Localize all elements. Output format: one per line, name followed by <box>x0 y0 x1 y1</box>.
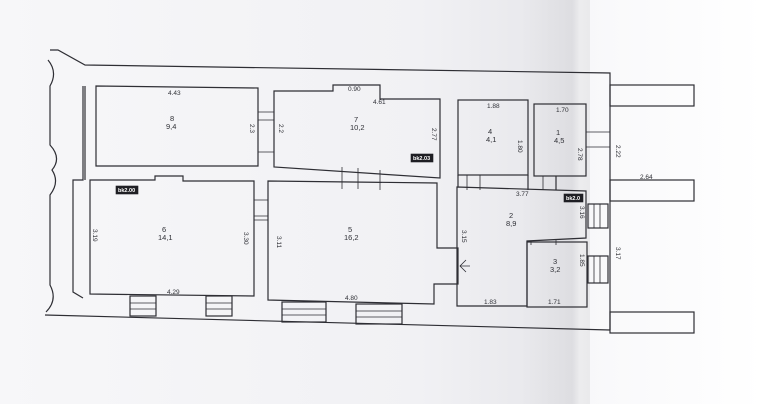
partitions <box>457 175 557 190</box>
dim-room2-right: 3.16 <box>578 206 585 219</box>
room-7-walls <box>273 84 441 179</box>
dim-room2-bottom: 1.83 <box>484 299 497 306</box>
room-3-area: 3,2 <box>550 265 560 274</box>
room-3-walls <box>526 241 588 308</box>
stub-bottom <box>609 311 695 334</box>
dim-room7-width: 4.61 <box>373 99 386 106</box>
window-6a <box>129 295 157 317</box>
tag-box-2 <box>115 185 139 195</box>
room-7-area: 10,2 <box>350 123 365 132</box>
tag-2: bk2.00 <box>118 188 135 194</box>
stairs-right <box>587 203 609 284</box>
room-1-walls <box>533 103 587 177</box>
dim-room6-right: 3.30 <box>242 232 249 245</box>
room-4-number: 4 <box>488 127 492 136</box>
room-4-walls <box>457 99 529 176</box>
room-5-area: 16,2 <box>344 233 359 242</box>
room-5-number: 5 <box>348 225 352 234</box>
dim-stub-middle: 2.64 <box>640 174 653 181</box>
window-5b-lines <box>356 310 402 318</box>
dim-room7-right-height: 2.77 <box>430 128 437 141</box>
outer-wall-left-inner <box>72 86 84 299</box>
tag-box-3 <box>563 193 584 203</box>
tags: bk2.03 bk2.00 bk2.0 <box>115 153 584 203</box>
dim-room3-width: 1.71 <box>548 299 561 306</box>
openings <box>254 111 610 245</box>
room-7-number: 7 <box>354 115 358 124</box>
stair-lower <box>587 255 609 284</box>
opening-2-3 <box>530 239 557 245</box>
opening-6-5 <box>254 199 268 221</box>
external-stubs <box>609 84 695 334</box>
window-6b-lines <box>206 302 232 310</box>
window-6b <box>205 295 233 317</box>
room-1-number: 1 <box>556 128 560 137</box>
room-6-number: 6 <box>162 225 166 234</box>
dim-room5-width: 4.80 <box>345 295 358 302</box>
room-2-number: 2 <box>509 211 513 220</box>
dim-room3-height: 1.85 <box>578 254 585 267</box>
tag-1: bk2.03 <box>413 156 430 162</box>
opening-4-2 <box>466 175 481 190</box>
room-8-number: 8 <box>170 114 174 123</box>
dim-room7-notch: 0.90 <box>348 86 361 93</box>
dim-room2-width: 3.77 <box>516 191 529 198</box>
room-6-area: 14,1 <box>158 233 173 242</box>
outer-walls <box>44 49 611 331</box>
window-5a-lines <box>282 308 326 316</box>
room-2-walls <box>456 186 587 307</box>
room-8-walls <box>95 85 259 167</box>
room-3-number: 3 <box>553 257 557 266</box>
room-8-area: 9,4 <box>166 122 176 131</box>
stair-lower-treads <box>593 256 601 283</box>
outer-wall-top <box>50 49 611 80</box>
room-4-area: 4,1 <box>486 135 496 144</box>
dim-room5-left: 3.11 <box>275 236 282 249</box>
opening-7-5 <box>341 167 381 190</box>
room-5-walls <box>267 180 459 305</box>
break-line-left <box>45 59 58 313</box>
dim-room1-width: 1.70 <box>556 107 569 114</box>
window-5a <box>281 301 327 323</box>
outer-wall-bottom <box>44 314 611 331</box>
dim-stub-top: 2.22 <box>614 145 621 158</box>
dim-room6-width: 4.29 <box>167 289 180 296</box>
room-1-area: 4,5 <box>554 136 564 145</box>
dimension-labels: 4.43 0.90 4.61 2.3 2.2 2.77 1.88 1.80 1.… <box>91 86 653 306</box>
dim-room4-height: 1.80 <box>516 140 523 153</box>
dim-room8-width: 4.43 <box>168 90 181 97</box>
window-5b <box>355 303 403 325</box>
dim-room7-left-height: 2.2 <box>277 124 284 133</box>
entrance-arrow-icon <box>459 259 470 273</box>
room-2-area: 8,9 <box>506 219 516 228</box>
windows-bottom <box>129 295 403 325</box>
room-6-walls <box>89 175 255 297</box>
opening-1-outside <box>586 131 610 148</box>
room-labels: 8 9,4 7 10,2 4 4,1 1 4,5 6 14,1 5 16,2 2… <box>158 114 564 274</box>
stair-upper <box>587 203 609 229</box>
tag-box-1 <box>410 153 434 163</box>
dim-right-lower: 3.17 <box>614 247 621 260</box>
stub-top <box>609 84 695 107</box>
dim-room2-left: 3.15 <box>460 230 467 243</box>
stair-upper-treads <box>593 204 601 228</box>
stub-middle <box>609 179 695 202</box>
opening-8-7 <box>258 111 274 153</box>
dim-room6-left: 3.19 <box>91 229 98 242</box>
tag-3: bk2.0 <box>566 196 580 202</box>
dim-room4-width: 1.88 <box>487 103 500 110</box>
window-6a-lines <box>130 302 156 310</box>
dim-room8-height: 2.3 <box>248 124 255 133</box>
dim-room1-height: 2.78 <box>576 148 583 161</box>
